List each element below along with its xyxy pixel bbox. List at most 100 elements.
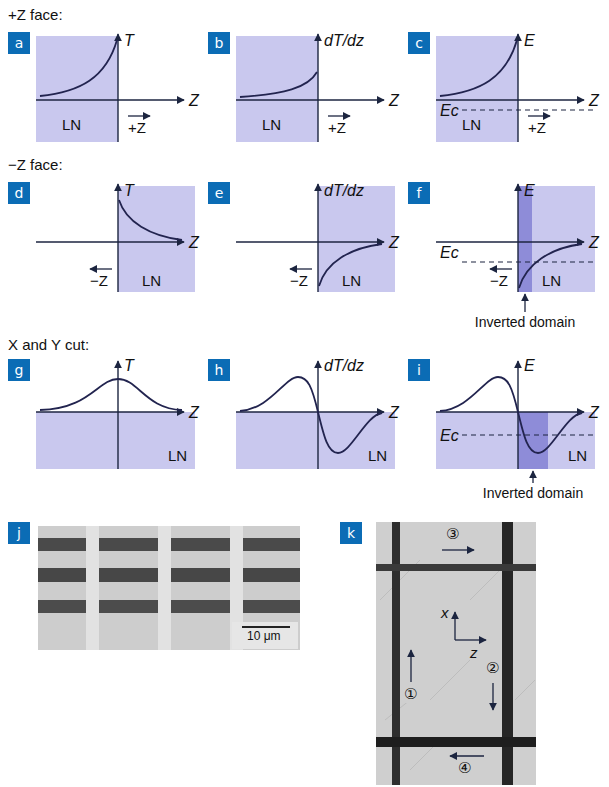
- figure-rect: [436, 36, 518, 142]
- region-label: LN: [142, 272, 161, 289]
- row-heading: +Z face:: [8, 6, 63, 23]
- panel-badge: g: [8, 359, 30, 381]
- panel-letter: e: [215, 185, 224, 201]
- figure-line: [36, 411, 184, 412]
- plot-f: [436, 184, 596, 312]
- figure-line: [532, 471, 533, 483]
- figure-rect: [518, 186, 595, 292]
- figure-rect: [376, 522, 536, 785]
- figure-line: [517, 184, 518, 292]
- panel-badge: k: [340, 522, 362, 544]
- plot-h: [236, 361, 395, 469]
- figure-rect: [36, 36, 118, 142]
- annotation: Inverted domain: [475, 314, 575, 330]
- figure-rect: [118, 186, 195, 292]
- callout-number: ①: [404, 686, 417, 703]
- callout-number: ④: [458, 760, 471, 777]
- axis-label: Z: [589, 234, 599, 252]
- figure-line: [450, 755, 484, 756]
- axis-label: Z: [389, 234, 399, 252]
- figure-line: [236, 241, 384, 242]
- figure-line: [36, 99, 184, 100]
- panel-badge: h: [208, 359, 230, 381]
- axis-label: E: [524, 182, 535, 200]
- micrograph-j: [38, 526, 300, 650]
- panel-letter: h: [215, 362, 224, 378]
- axis-label: Z: [189, 234, 199, 252]
- axis-label: dT/dz: [324, 357, 364, 375]
- figure-line: [236, 411, 384, 412]
- axis-label: Z: [189, 404, 199, 422]
- figure-rect: [518, 412, 548, 469]
- figure-line: [317, 184, 318, 292]
- region-label: LN: [342, 272, 361, 289]
- axis-label: Ec: [440, 427, 459, 445]
- row-heading: −Z face:: [8, 156, 63, 173]
- figure-line: [436, 411, 584, 412]
- panel-letter: g: [15, 362, 24, 378]
- figure-rect: [376, 737, 536, 747]
- panel-badge: b: [208, 32, 230, 54]
- panel-letter: b: [215, 35, 224, 51]
- figure-path: [240, 377, 382, 453]
- plot-b: [236, 34, 384, 142]
- figure-line: [528, 115, 550, 116]
- figure-line: [492, 683, 493, 710]
- callout-number: ③: [446, 526, 459, 543]
- figure-line: [442, 549, 474, 550]
- axis-label: T: [124, 32, 134, 50]
- figure-line: [454, 612, 455, 640]
- region-label: LN: [568, 447, 587, 464]
- axis-label: E: [524, 357, 535, 375]
- row-heading: X and Y cut:: [8, 336, 89, 353]
- plot-g: [36, 361, 195, 469]
- figure-line: [290, 268, 312, 269]
- figure-path: [40, 40, 117, 96]
- figure-path: [440, 377, 582, 453]
- figure-line: [242, 626, 290, 628]
- region-label: LN: [262, 116, 281, 133]
- panel-letter: j: [17, 525, 21, 541]
- panel-letter: f: [417, 185, 422, 201]
- plot-a: [36, 34, 184, 142]
- figure-line: [462, 434, 596, 435]
- figure-path: [40, 379, 182, 410]
- scale-label: 10 μm: [247, 630, 281, 644]
- region-label: −Z: [90, 272, 108, 289]
- figure-rect: [436, 412, 595, 469]
- panel-badge: f: [408, 182, 430, 204]
- panel-badge: i: [408, 359, 430, 381]
- figure-line: [490, 268, 512, 269]
- figure-line: [236, 99, 384, 100]
- figure-rect: [158, 526, 171, 650]
- figure-line: [328, 115, 350, 116]
- figure-line: [455, 639, 486, 640]
- figure-line: [117, 34, 118, 142]
- micrograph-k: [376, 522, 536, 785]
- region-label: LN: [62, 116, 81, 133]
- panel-badge: c: [408, 32, 430, 54]
- region-label: +Z: [328, 119, 346, 136]
- plot-d: [36, 184, 195, 292]
- figure-line: [410, 650, 411, 682]
- figure-path: [119, 200, 182, 240]
- region-label: −Z: [290, 272, 308, 289]
- panel-letter: d: [15, 185, 24, 201]
- figure-line: [524, 294, 525, 312]
- figure-rect: [232, 622, 298, 649]
- panel-badge: e: [208, 182, 230, 204]
- axis-label: Z: [389, 404, 399, 422]
- figure-rect: [36, 412, 195, 469]
- annotation: Inverted domain: [483, 485, 583, 501]
- plot-i: [436, 361, 596, 483]
- axis-label: z: [470, 644, 478, 661]
- figure-rect: [38, 526, 300, 650]
- axis-label: Ec: [440, 244, 459, 262]
- region-label: +Z: [128, 119, 146, 136]
- axis-label: Z: [589, 92, 599, 110]
- panel-letter: a: [15, 35, 24, 51]
- axis-label: dT/dz: [324, 32, 364, 50]
- callout-number: ②: [486, 660, 499, 677]
